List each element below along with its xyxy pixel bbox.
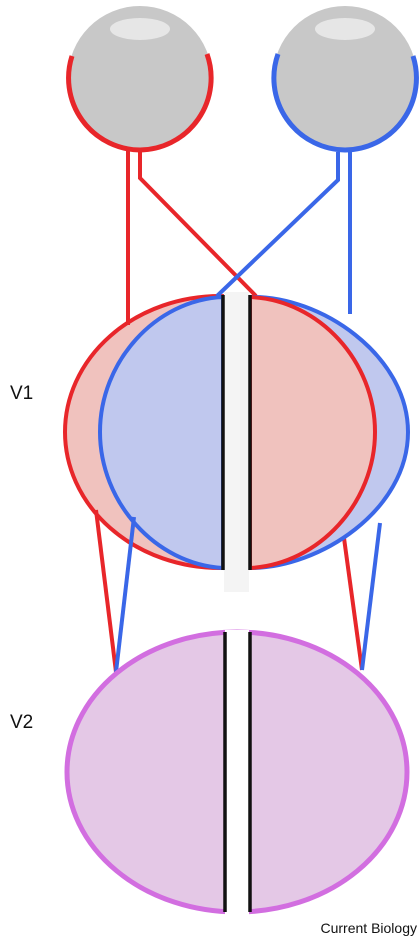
left-eye-pathways <box>94 150 364 673</box>
v1-left-eye-map-right-half <box>248 294 378 571</box>
right-eye-v2-projection-left <box>114 516 136 673</box>
right-eye <box>271 6 419 153</box>
right-eyeball <box>273 6 417 150</box>
right-eye-crossing-fiber <box>215 152 340 298</box>
left-eye-v2-projection-right <box>342 537 364 671</box>
v2-midline <box>223 630 252 916</box>
left-eye <box>66 6 214 153</box>
v2-label: V2 <box>10 712 34 733</box>
left-eye-highlight <box>110 18 170 40</box>
left-eye-retina-arc <box>66 53 214 153</box>
journal-credit: Current Biology <box>320 920 418 936</box>
right-eye-retina-arc <box>271 53 419 153</box>
v1-right-eye-map-left-half <box>97 294 225 571</box>
v1-midline-gap <box>224 292 249 592</box>
left-eye-v2-projection-left <box>94 509 118 673</box>
right-eye-pathways <box>114 150 382 673</box>
v1-label: V1 <box>10 383 34 404</box>
v1-midline <box>221 292 252 592</box>
left-eye-crossing-fiber <box>138 152 258 298</box>
right-eye-v2-projection-right <box>360 522 382 671</box>
right-eye-highlight <box>315 18 375 40</box>
v2-midline-gap <box>225 630 249 916</box>
left-eyeball <box>68 6 212 150</box>
